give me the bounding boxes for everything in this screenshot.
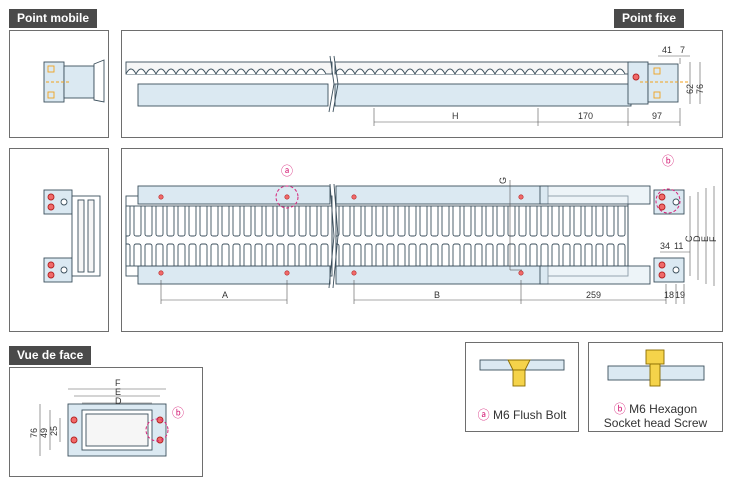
- dim-19: 19: [675, 290, 686, 300]
- hex-screw-marker: ⓑ: [613, 402, 626, 416]
- front-dim-E: E: [115, 387, 122, 397]
- hex-screw-caption: ⓑ M6 Hexagon Socket head Screw: [588, 402, 723, 430]
- mobile-end-side-view: [43, 189, 101, 283]
- vue-de-face-tag: Vue de face: [9, 346, 92, 365]
- marker-b-label: ⓑ: [662, 154, 675, 168]
- front-dimension-lines: [39, 388, 166, 456]
- chain-links: [125, 68, 626, 76]
- hex-screw-label-1: M6 Hexagon: [629, 402, 698, 416]
- dim-76: 76: [695, 83, 705, 94]
- flush-bolt-frame: [465, 342, 579, 432]
- dim-F: F: [708, 236, 718, 243]
- dim-18: 18: [664, 290, 675, 300]
- dim-7: 7: [680, 45, 686, 55]
- flush-bolt-label: M6 Flush Bolt: [493, 408, 567, 422]
- dim-41: 41: [662, 45, 673, 55]
- flush-bolt-caption: ⓐ M6 Flush Bolt: [465, 408, 579, 422]
- point-fixe-tag: Point fixe: [614, 9, 685, 28]
- dim-A: A: [222, 290, 229, 300]
- front-dim-49: 49: [39, 427, 49, 438]
- front-dim-25: 25: [49, 425, 59, 436]
- dim-62: 62: [685, 83, 695, 94]
- front-dim-F: F: [115, 378, 121, 388]
- front-dim-D: D: [115, 396, 122, 406]
- front-dim-76: 76: [29, 427, 39, 438]
- point-mobile-tag: Point mobile: [9, 9, 97, 28]
- marker-a-circle: [275, 185, 299, 209]
- dim-34: 34: [660, 241, 671, 251]
- marker-b-circle: [655, 188, 681, 214]
- chain-side-view: [125, 185, 685, 285]
- front-marker-b-label: ⓑ: [172, 406, 185, 420]
- hex-screw-drawing: [607, 349, 705, 387]
- top-dimension-lines: [373, 55, 701, 126]
- marker-a-label: ⓐ: [281, 164, 294, 178]
- dim-H: H: [452, 111, 459, 121]
- flush-bolt-marker: ⓐ: [477, 408, 490, 422]
- front-view-drawing: [67, 403, 167, 457]
- dim-97: 97: [652, 111, 663, 121]
- plate-holes: [158, 194, 524, 276]
- dim-G: G: [498, 176, 508, 184]
- dim-B: B: [434, 290, 441, 300]
- mobile-end-top-view: [43, 59, 105, 103]
- front-marker-b-circle: [145, 418, 169, 442]
- dim-170: 170: [578, 111, 594, 121]
- flush-bolt-drawing: [479, 359, 565, 387]
- hex-screw-label-2: Socket head Screw: [603, 416, 708, 430]
- dim-11: 11: [674, 241, 684, 251]
- dim-259: 259: [586, 290, 602, 300]
- side-dimension-lines: [160, 180, 715, 304]
